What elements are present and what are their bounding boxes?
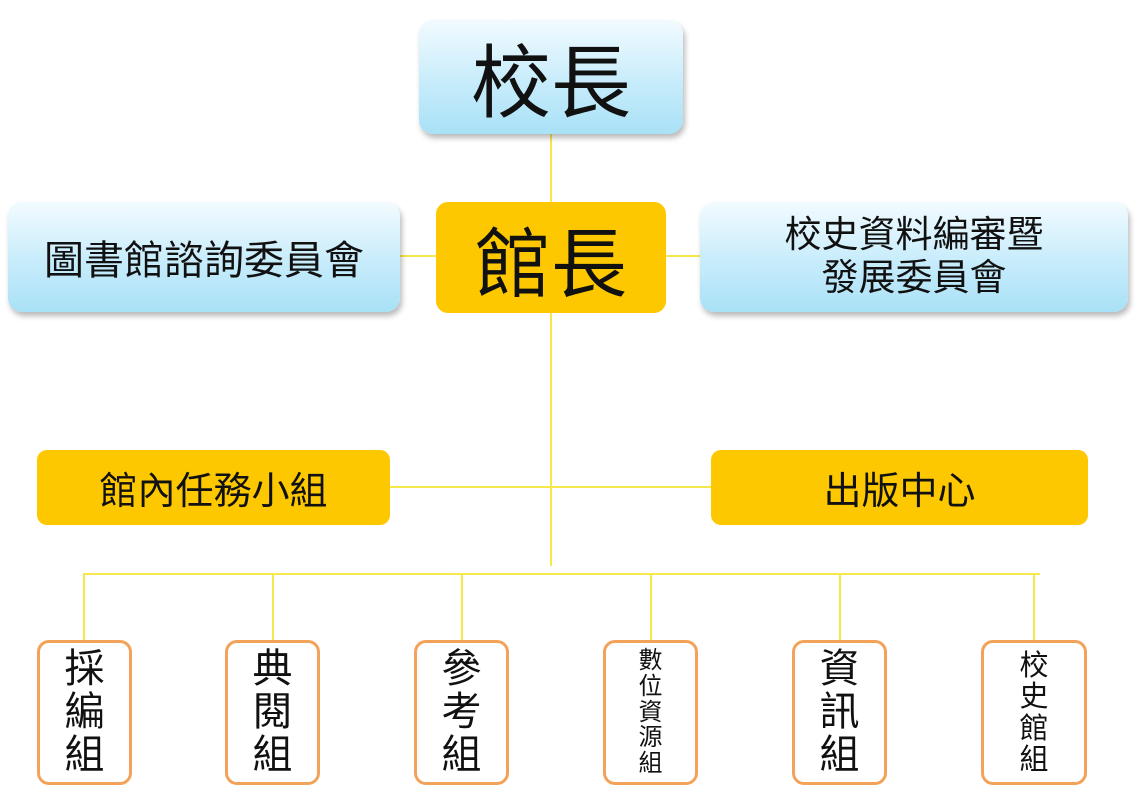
unit-char: 源 [638,723,663,752]
unit-char: 考 [441,688,482,735]
unit-char: 閱 [252,688,293,735]
unit-char: 史 [1019,679,1049,714]
unit-reference-box: 參 考 組 [414,640,509,785]
unit-char: 組 [441,732,482,779]
unit-char: 參 [441,645,482,692]
unit-char: 組 [252,732,293,779]
connector-unit-6 [1033,573,1035,641]
director-box: 館長 [436,202,666,313]
unit-char: 資 [819,645,860,692]
connector-top-to-director [550,134,552,204]
unit-char: 數 [638,645,663,674]
advisory-committee-box: 圖書館諮詢委員會 [8,202,400,312]
connector-side-groups [390,486,712,488]
unit-char: 組 [638,749,663,778]
unit-char: 採 [64,645,105,692]
unit-char: 位 [638,671,663,700]
principal-label: 校長 [471,37,631,130]
publishing-center-box: 出版中心 [711,450,1088,525]
connector-unit-4 [650,573,652,641]
unit-char: 組 [64,732,105,779]
unit-char: 館 [1019,710,1049,745]
task-force-box: 館內任務小組 [37,450,390,525]
advisory-committee-label: 圖書館諮詢委員會 [44,238,364,284]
unit-char: 校 [1019,647,1049,682]
unit-char: 組 [1019,741,1049,776]
connector-unit-5 [839,573,841,641]
history-committee-box: 校史資料編審暨 發展委員會 [700,202,1128,312]
principal-box: 校長 [419,20,683,134]
history-committee-line1: 校史資料編審暨 [784,213,1044,257]
unit-history-museum-box: 校 史 館 組 [981,640,1087,785]
connector-unit-3 [461,573,463,641]
unit-char: 編 [64,688,105,735]
publishing-center-label: 出版中心 [823,469,976,513]
history-committee-line2: 發展委員會 [821,256,1007,299]
connector-trunk [550,313,552,566]
unit-char: 訊 [819,688,860,735]
unit-digital-resources-box: 數 位 資 源 組 [603,640,698,785]
connector-units-bus [83,573,1040,575]
unit-circulation-box: 典 閱 組 [225,640,320,785]
connector-unit-2 [272,573,274,641]
director-label: 館長 [475,219,627,309]
connector-right-committee [664,255,700,257]
unit-acquisition-box: 採 編 組 [37,640,132,785]
unit-information-box: 資 訊 組 [792,640,887,785]
task-force-label: 館內任務小組 [99,469,328,513]
unit-char: 資 [638,697,663,726]
connector-left-committee [400,255,438,257]
unit-char: 典 [252,645,293,692]
connector-unit-1 [83,573,85,641]
unit-char: 組 [819,732,860,779]
